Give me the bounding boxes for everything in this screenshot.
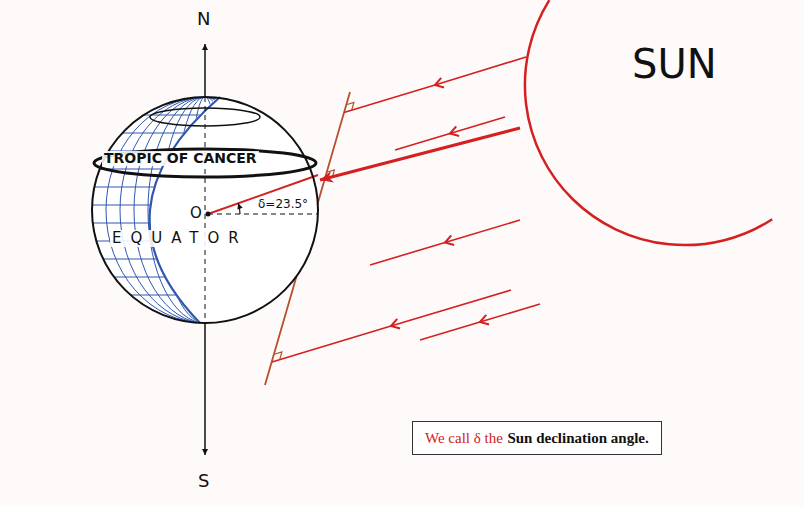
axis-north	[204, 44, 206, 97]
caption-red: We call δ the	[425, 430, 503, 447]
sun-outline	[520, 0, 804, 250]
equator-label: EQUATOR	[110, 230, 250, 247]
origin-label: O	[190, 205, 202, 222]
axis-south	[204, 323, 206, 455]
caption-box: We call δ theSun declination angle.	[412, 421, 662, 455]
north-label: N	[197, 8, 210, 29]
caption-bold: Sun declination angle.	[507, 430, 648, 447]
tropic-label: TROPIC OF CANCER	[102, 151, 259, 166]
earth-globe: TROPIC OF CANCER Oδ=23.5° EQUATOR	[90, 95, 320, 325]
sun: SUN	[520, 0, 804, 250]
sun-ray-connector	[320, 128, 520, 180]
sun-label: SUN	[632, 42, 717, 86]
angle-label: δ=23.5°	[258, 198, 308, 211]
south-label: S	[198, 470, 209, 491]
